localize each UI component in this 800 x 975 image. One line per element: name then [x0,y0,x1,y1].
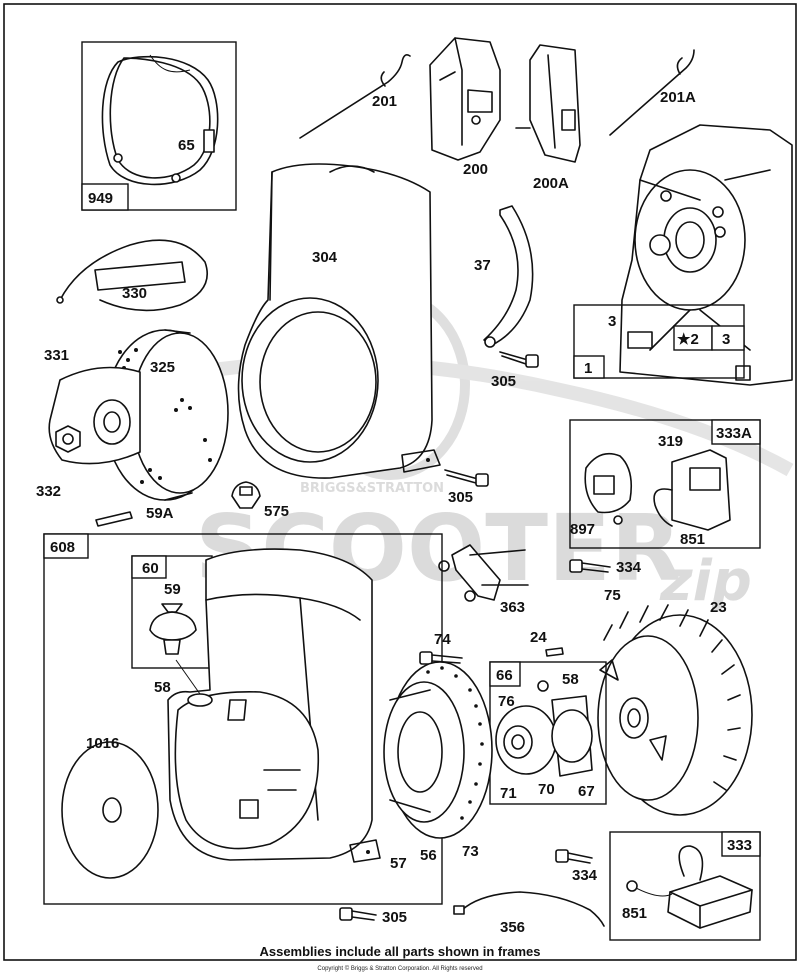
screw-305-c [339,907,377,921]
label-24: 24 [530,629,547,646]
label-201: 201 [372,93,397,110]
label-334-a: 334 [616,559,642,576]
frame-1-label: 1 [584,360,592,377]
starter-handle-59 [149,603,197,655]
diagram-border [3,3,797,961]
label-851-b: 851 [622,905,647,922]
frame-60-label: 60 [142,560,159,577]
frame-333A-label: 333A [716,425,752,442]
label-330: 330 [122,285,147,302]
ground-wire-330 [56,239,208,312]
frame-2-label: ★2 [677,331,699,348]
label-201A: 201A [660,89,696,106]
nut-332 [55,425,81,453]
starter-pulley-56 [383,661,493,839]
label-897: 897 [570,521,595,538]
bracket-363 [438,544,529,602]
decal-1016 [61,741,159,879]
footer-note: Assemblies include all parts shown in fr… [259,944,540,959]
frame-333 [609,831,761,941]
wire-harness-65 [101,54,219,186]
label-319: 319 [658,433,683,450]
screw-305-a [499,351,539,368]
watermark-script: zip [659,549,752,614]
watermark-small: BRIGGS&STRATTON [300,481,444,496]
frame-333-label: 333 [727,837,752,854]
label-58-a: 58 [154,679,171,696]
label-75: 75 [604,587,621,604]
armature-851 [626,845,753,929]
screw-334-b [555,849,593,864]
label-23: 23 [710,599,727,616]
frame-333-group: 333 [609,831,761,941]
label-65: 65 [178,137,195,154]
label-575: 575 [264,503,289,520]
label-76: 76 [498,693,515,710]
label-3: 3 [608,313,616,330]
blower-housing-304 [237,163,441,479]
label-305-c: 305 [382,909,407,926]
crankcase-1: 1 ★2 3 [573,124,793,386]
frame-608-group: 608 60 [43,533,493,905]
label-59A: 59A [146,505,174,522]
key-24 [545,647,564,657]
starter-housing [167,548,381,863]
label-1016: 1016 [86,735,119,752]
spring-link-201 [299,54,411,139]
screw-334-a [569,559,611,573]
frame-66-label: 66 [496,667,513,684]
wire-356 [453,891,605,927]
label-200A: 200A [533,175,569,192]
starter-rope [175,659,201,695]
frame-3-label: 3 [722,331,730,348]
label-70: 70 [538,781,555,798]
label-331: 331 [44,347,69,364]
label-71: 71 [500,785,517,802]
frame-949-label: 949 [88,190,113,207]
label-334-b: 334 [572,867,598,884]
spring-link-201A [609,49,695,136]
label-363: 363 [500,599,525,616]
choke-knob-575 [231,481,261,509]
label-59: 59 [164,581,181,598]
governor-bracket-200 [429,37,501,161]
screw-74 [419,651,463,665]
screw-305-b [444,469,489,487]
label-305-a: 305 [491,373,516,390]
insulator-897 [584,452,633,525]
label-325: 325 [150,359,175,376]
label-58-b: 58 [562,671,579,688]
air-guide-37 [483,205,534,348]
label-67: 67 [578,783,595,800]
frame-949-group: 949 65 [81,41,237,211]
label-56: 56 [420,847,437,864]
governor-bracket-200A [515,44,581,163]
frame-333A-group: 333A [569,419,761,549]
starter-clutch-76 [495,680,593,777]
label-305-b: 305 [448,489,473,506]
frame-608-label: 608 [50,539,75,556]
label-332: 332 [36,483,61,500]
ignition-module-319 [653,449,731,531]
label-851-a: 851 [680,531,705,548]
label-200: 200 [463,161,488,178]
label-37: 37 [474,257,491,274]
frame-949 [81,41,237,211]
frame-333A [569,419,761,549]
label-304: 304 [312,249,338,266]
flywheel-23 [597,604,753,816]
pin-59A [95,511,133,527]
footer-copyright: Copyright © Briggs & Stratton Corporatio… [317,965,482,972]
label-73: 73 [462,843,479,860]
label-356: 356 [500,919,525,936]
label-57: 57 [390,855,407,872]
